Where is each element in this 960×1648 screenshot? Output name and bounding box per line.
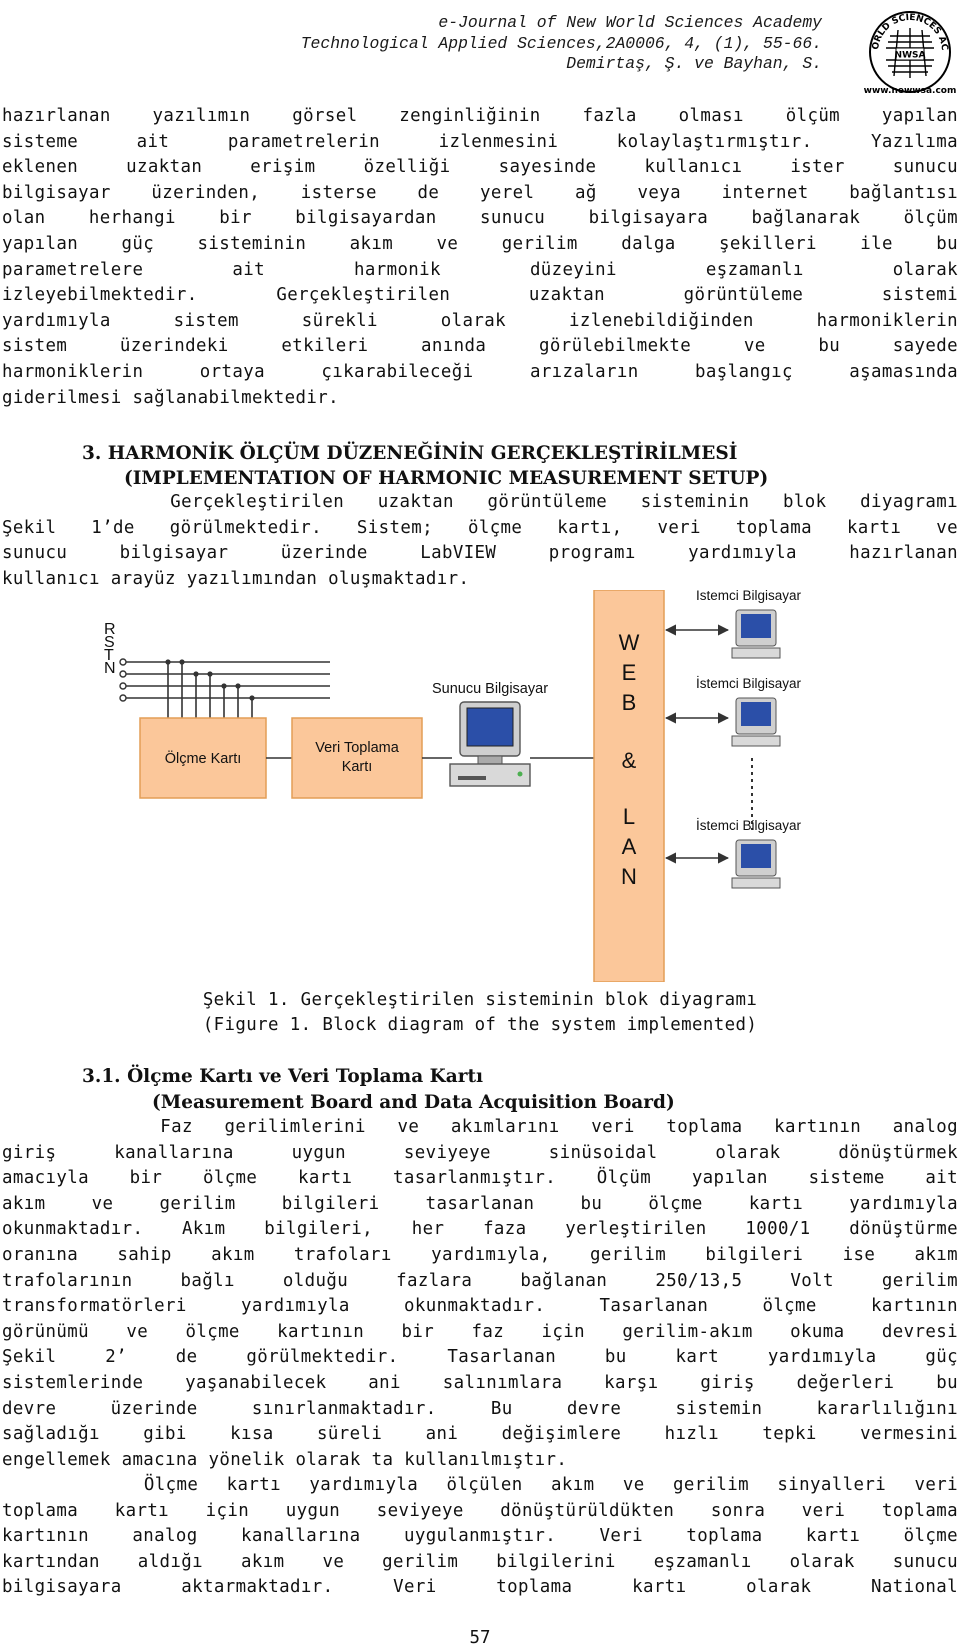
text-line: kartının analog kanallarına uygulanmıştı… bbox=[2, 1526, 958, 1547]
text-line: yapılan güç sisteminin akım ve gerilim d… bbox=[2, 233, 958, 254]
text-line: akım ve gerilim bilgileri tasarlanan bu … bbox=[2, 1193, 958, 1214]
journal-name: e-Journal of New World Sciences Academy bbox=[438, 13, 822, 32]
running-header: e-Journal of New World Sciences Academy … bbox=[301, 13, 822, 75]
figure-caption-en: (Figure 1. Block diagram of the system i… bbox=[202, 1015, 758, 1035]
web-lan-box bbox=[593, 590, 665, 982]
tap-dots bbox=[165, 659, 255, 701]
section-3-1-title: 3.1. Ölçme Kartı ve Veri Toplama Kartı bbox=[82, 1066, 484, 1087]
text-line: harmoniklerin ortaya çıkarabileceği arız… bbox=[2, 361, 958, 382]
server-computer-icon bbox=[449, 701, 531, 787]
phase-bus-lines bbox=[126, 661, 330, 718]
text-line: izleyebilmektedir. Gerçekleştirilen uzak… bbox=[2, 285, 958, 306]
text-line: sisteme ait parametrelerin izlenmesini k… bbox=[2, 131, 958, 152]
text-line: sunucu bilgisayar üzerinde LabVIEW progr… bbox=[2, 543, 958, 564]
text-line: hazırlanan yazılımın görsel zenginliğini… bbox=[2, 106, 958, 126]
text-line: görünümü ve ölçme kartının bir faz için … bbox=[2, 1321, 958, 1342]
section-3-1-paragraph-1: Faz gerilimlerini ve akımlarını veri top… bbox=[2, 1115, 958, 1473]
section-3-1-paragraph-2: Ölçme kartı yardımıyla ölçülen akım ve g… bbox=[2, 1473, 958, 1601]
paragraph-lines: hazırlanan yazılımın görsel zenginliğini… bbox=[2, 104, 958, 411]
text-line: toplama kartı için uygun seviyeye dönüşt… bbox=[2, 1500, 958, 1521]
text-line: bilgisayara aktarmaktadır. Veri toplama … bbox=[2, 1577, 958, 1598]
text-line: trafolarının bağlı olduğu fazlara bağlan… bbox=[2, 1270, 958, 1291]
nwsa-logo: NEW WORLD SCIENCES ACADEMY NWSA www.neww… bbox=[864, 4, 956, 96]
text-line: transformatörleri yardımıyla okunmaktadı… bbox=[2, 1296, 958, 1317]
web-letter-w: W bbox=[619, 630, 640, 655]
logo-center-text: NWSA bbox=[895, 51, 926, 61]
logo-url-text: www.newwsa.com bbox=[864, 86, 956, 96]
text-line: oranına sahip akım trafoları yardımıyla,… bbox=[2, 1244, 958, 1265]
citation: Technological Applied Sciences,2A0006, 4… bbox=[300, 33, 822, 53]
text-line: sağladığı gibi kısa süreli ani değişimle… bbox=[2, 1424, 958, 1445]
paragraph-lines: Faz gerilimlerini ve akımlarını veri top… bbox=[2, 1115, 958, 1473]
web-letter-a: A bbox=[622, 834, 637, 859]
text-line: bilgisayar üzerinden, isterse de yerel a… bbox=[2, 182, 958, 203]
text-line: Ölçme kartı yardımıyla ölçülen akım ve g… bbox=[2, 1475, 958, 1495]
section-3-1-subtitle: (Measurement Board and Data Acquisition … bbox=[152, 1092, 675, 1113]
text-line: giriş kanallarına uygun seviyeye sinüsoi… bbox=[2, 1142, 958, 1163]
section-3-paragraph: Gerçekleştirilen uzaktan görüntüleme sis… bbox=[2, 490, 958, 592]
phase-label-n: N bbox=[104, 660, 116, 677]
web-letter-n: N bbox=[621, 864, 637, 889]
web-letter-e: E bbox=[622, 660, 637, 685]
daq-card-label-2: Kartı bbox=[342, 759, 373, 775]
measurement-card-box bbox=[139, 717, 267, 799]
client-computer-icon bbox=[731, 839, 781, 889]
phase-label-t: T bbox=[104, 647, 114, 664]
text-line: Şekil 1’de görülmektedir. Sistem; ölçme … bbox=[2, 517, 958, 538]
client-computer-icon bbox=[731, 697, 781, 747]
web-letter-amp: & bbox=[622, 748, 637, 773]
text-line: amacıyla bir ölçme kartı tasarlanmıştır.… bbox=[2, 1168, 958, 1189]
text-line: sistem üzerindeki etkileri anında görüle… bbox=[2, 336, 958, 357]
server-label: Sunucu Bilgisayar bbox=[432, 681, 548, 697]
text-line: okunmaktadır. Akım bilgileri, her faza y… bbox=[2, 1219, 958, 1240]
client-label-1: İstemci Bilgisayar bbox=[696, 590, 802, 603]
paragraph-lines: Ölçme kartı yardımıyla ölçülen akım ve g… bbox=[2, 1473, 958, 1601]
page-number: 57 bbox=[469, 1628, 491, 1648]
text-line: olan herhangi bir bilgisayardan sunucu b… bbox=[2, 208, 958, 229]
daq-card-box bbox=[291, 717, 423, 799]
text-line: Faz gerilimlerini ve akımlarını veri top… bbox=[2, 1117, 958, 1137]
client-arrows bbox=[664, 624, 730, 864]
text-line: sistemlerinde yaşanabilecek ani salınıml… bbox=[2, 1372, 958, 1393]
text-line: kullanıcı arayüz yazılımından oluşmaktad… bbox=[2, 568, 470, 589]
phase-label-r: R bbox=[104, 621, 116, 638]
text-line: engellemek amacına yönelik olarak ta kul… bbox=[2, 1449, 568, 1470]
figure-caption-tr: Şekil 1. Gerçekleştirilen sisteminin blo… bbox=[202, 990, 758, 1010]
text-line: eklenen uzaktan erişim özelliği sayesind… bbox=[2, 157, 958, 178]
bus-terminals bbox=[119, 658, 127, 702]
measurement-card-label: Ölçme Kartı bbox=[165, 749, 242, 767]
daq-card-label-1: Veri Toplama bbox=[315, 740, 399, 756]
web-letter-l: L bbox=[623, 804, 635, 829]
authors: Demirtaş, Ş. ve Bayhan, S. bbox=[566, 54, 822, 73]
text-line: parametrelere ait harmonik düzeyini eşza… bbox=[2, 259, 958, 280]
client-label-2: İstemci Bilgisayar bbox=[696, 676, 802, 691]
paragraph-lines: Gerçekleştirilen uzaktan görüntüleme sis… bbox=[2, 490, 958, 592]
web-letter-b: B bbox=[622, 690, 637, 715]
text-line: yardımıyla sistem sürekli olarak izleneb… bbox=[2, 310, 958, 331]
text-line: giderilmesi sağlanabilmektedir. bbox=[2, 387, 339, 408]
section-3-subtitle: (IMPLEMENTATION OF HARMONIC MEASUREMENT … bbox=[124, 468, 769, 489]
block-diagram-figure: R S T N Ölçme Kartı Veri Toplama Kartı S… bbox=[104, 590, 802, 982]
client-computer-icon bbox=[731, 609, 781, 659]
text-line: devre üzerinde sınırlanmaktadır. Bu devr… bbox=[2, 1398, 958, 1419]
intro-paragraph: hazırlanan yazılımın görsel zenginliğini… bbox=[2, 104, 958, 411]
text-line: Gerçekleştirilen uzaktan görüntüleme sis… bbox=[2, 492, 958, 512]
text-line: kartından aldığı akım ve gerilim bilgile… bbox=[2, 1551, 958, 1572]
phase-label-s: S bbox=[104, 634, 115, 651]
section-3-title: 3. HARMONİK ÖLÇÜM DÜZENEĞİNİN GERÇEKLEŞT… bbox=[82, 443, 738, 464]
client-label-3: İstemci Bilgisayar bbox=[696, 818, 802, 833]
text-line: Şekil 2’ de görülmektedir. Tasarlanan bu… bbox=[2, 1347, 958, 1368]
